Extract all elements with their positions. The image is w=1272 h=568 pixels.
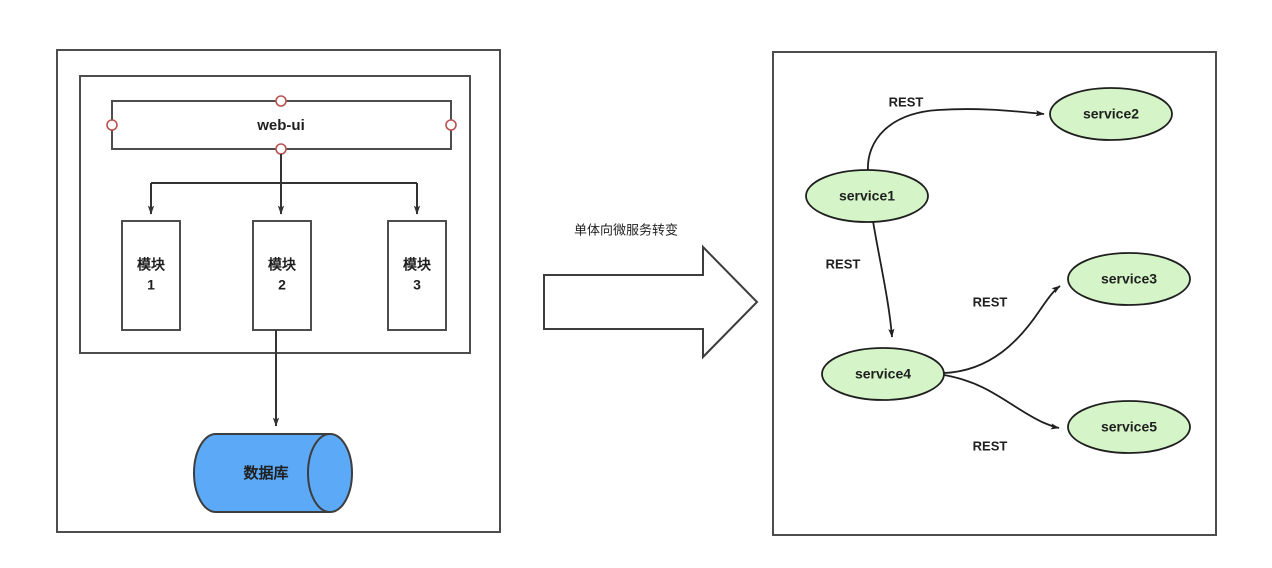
database-cylinder-cap [307, 433, 331, 513]
edge-label-service4-service5: REST [973, 438, 1008, 453]
service-edges [867, 108, 1061, 430]
service4-ellipse[interactable] [821, 347, 945, 401]
service3-ellipse[interactable] [1067, 252, 1191, 306]
module-node-2[interactable]: 模块 2 [252, 220, 312, 331]
service1-ellipse[interactable] [805, 169, 929, 223]
edge-service4-to-service5 [943, 374, 1060, 430]
left-panel-group: web-ui 模块 1 模块 [56, 49, 501, 533]
module-label-2-line2: 2 [278, 277, 286, 293]
service5-label: service5 [1101, 419, 1157, 435]
module-node-1[interactable]: 模块 1 [121, 220, 181, 331]
web-ui-handle-left[interactable] [106, 119, 118, 131]
module-label-3-line2: 3 [413, 277, 421, 293]
webui-to-modules-connectors [147, 154, 421, 215]
right-panel-group: service1 service2 service3 service4 serv… [772, 51, 1217, 536]
web-ui-handle-top[interactable] [275, 95, 287, 107]
module-label-3-line1: 模块 [403, 257, 432, 273]
transformation-arrow-icon [543, 244, 759, 360]
edge-label-service1-service2: REST [889, 94, 924, 109]
web-ui-label: web-ui [256, 117, 305, 134]
edge-service1-to-service2 [867, 108, 1045, 173]
service5-ellipse[interactable] [1067, 400, 1191, 454]
service-node-4[interactable]: service4 [821, 347, 945, 401]
transformation-label: 单体向微服务转变 [574, 222, 678, 237]
module-box-3[interactable] [387, 220, 447, 331]
database-label: 数据库 [243, 464, 288, 482]
module-label-1-line1: 模块 [137, 257, 166, 273]
service-node-3[interactable]: service3 [1067, 252, 1191, 306]
service-node-2[interactable]: service2 [1049, 87, 1173, 141]
module-box-1[interactable] [121, 220, 181, 331]
module-label-1-line2: 1 [147, 277, 155, 293]
service2-ellipse[interactable] [1049, 87, 1173, 141]
edge-service4-to-service3 [943, 285, 1061, 374]
service1-label: service1 [839, 188, 895, 204]
database-node[interactable]: 数据库 [193, 433, 353, 513]
web-ui-handle-right[interactable] [445, 119, 457, 131]
edge-service1-to-service4 [872, 220, 895, 338]
module-label-2-line1: 模块 [268, 257, 297, 273]
edge-label-service1-service4: REST [826, 256, 861, 271]
service2-label: service2 [1083, 106, 1139, 122]
web-ui-handle-bottom[interactable] [275, 143, 287, 155]
service-node-5[interactable]: service5 [1067, 400, 1191, 454]
module-node-3[interactable]: 模块 3 [387, 220, 447, 331]
module-box-2[interactable] [252, 220, 312, 331]
service3-label: service3 [1101, 271, 1157, 287]
edge-label-service4-service3: REST [973, 294, 1008, 309]
web-ui-node[interactable]: web-ui [106, 95, 457, 155]
service-node-1[interactable]: service1 [805, 169, 929, 223]
transformation-group: 单体向微服务转变 [543, 222, 759, 360]
service4-label: service4 [855, 366, 911, 382]
